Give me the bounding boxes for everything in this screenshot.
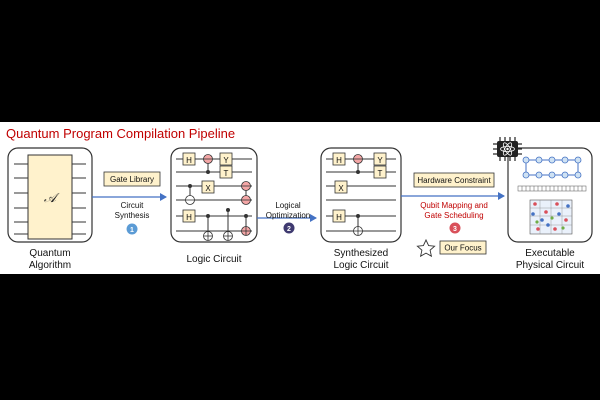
- gate-h-4: H: [336, 213, 342, 222]
- step-3-number: 3: [453, 226, 457, 233]
- gate-x-2: X: [338, 184, 344, 193]
- atom-icon: [500, 142, 515, 156]
- synthesized-label-2: Logic Circuit: [333, 260, 388, 271]
- gate-h-1: H: [186, 156, 192, 165]
- gate-t-2: T: [378, 169, 383, 178]
- circuit-synthesis-2: Synthesis: [115, 211, 150, 220]
- hardware-constraint-box: Hardware Constraint: [413, 172, 495, 188]
- quantum-algorithm-label-2: Algorithm: [29, 260, 71, 271]
- chip-icon: [493, 137, 522, 161]
- step-1-badge: [126, 223, 138, 235]
- star-icon: [416, 238, 436, 258]
- gate-t-1: T: [224, 169, 229, 178]
- gate-h-3: H: [336, 156, 342, 165]
- synthesized-circuit-box: H Y T X H: [320, 147, 402, 243]
- logic-circuit-box: H Y T X H: [170, 147, 258, 243]
- gate-library-label: Gate Library: [110, 175, 154, 184]
- qubit-mapping-2: Gate Scheduling: [424, 211, 483, 220]
- physical-label-2: Physical Circuit: [516, 260, 585, 271]
- step-3-badge: [449, 222, 461, 234]
- circuit-synthesis-1: Circuit: [121, 201, 144, 210]
- algorithm-symbol: 𝒜: [44, 190, 60, 205]
- step-2-number: 2: [287, 226, 291, 233]
- logic-circuit-label: Logic Circuit: [186, 254, 241, 265]
- physical-circuit-box: [507, 147, 593, 243]
- quantum-algorithm-box: 𝒜: [7, 147, 93, 243]
- hardware-constraint-label: Hardware Constraint: [417, 176, 491, 185]
- gate-y-2: Y: [377, 156, 383, 165]
- gate-x-1: X: [205, 184, 211, 193]
- step-2-badge: [283, 222, 295, 234]
- logical-optimization-2: Optimization: [266, 211, 310, 220]
- qubit-mapping-1: Qubit Mapping and: [420, 201, 488, 210]
- page-title: Quantum Program Compilation Pipeline: [6, 126, 235, 141]
- logical-optimization-1: Logical: [275, 201, 301, 210]
- our-focus-box: Our Focus: [439, 240, 487, 255]
- our-focus-label: Our Focus: [444, 244, 481, 253]
- physical-label-1: Executable: [525, 248, 575, 259]
- gate-h-2: H: [186, 213, 192, 222]
- step-1-number: 1: [130, 227, 134, 234]
- gate-y-1: Y: [223, 156, 229, 165]
- gate-library-box: Gate Library: [103, 171, 161, 187]
- synthesized-label-1: Synthesized: [334, 248, 388, 259]
- quantum-algorithm-label-1: Quantum: [29, 248, 70, 259]
